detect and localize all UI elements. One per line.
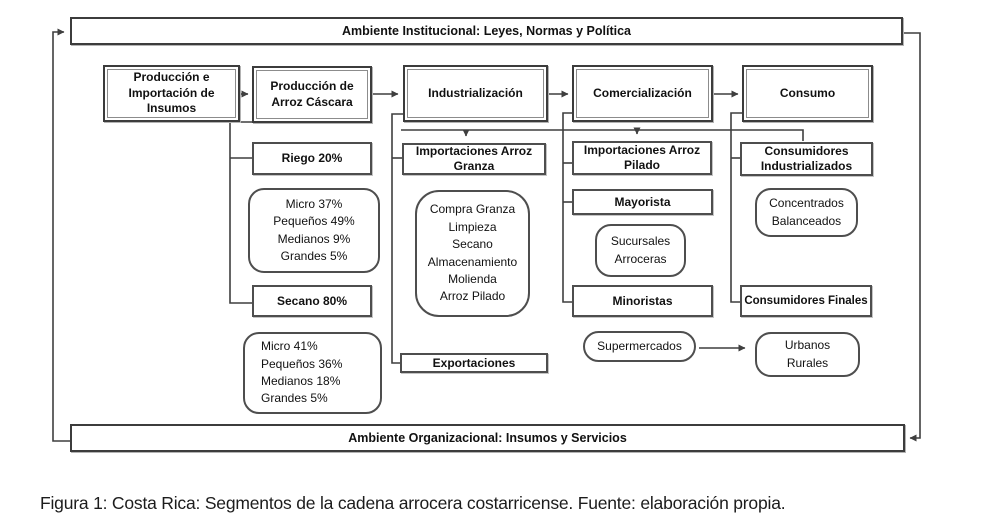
node-importaciones-granza-label: Importaciones Arroz Granza	[415, 144, 533, 173]
node-insumos: Producción e Importación de Insumos	[103, 65, 240, 122]
node-consumidores-industrializados: Consumidores Industrializados	[740, 142, 873, 176]
detail-line: Micro 37%	[285, 196, 343, 211]
detail-line: Secano	[452, 237, 493, 252]
detail-line: Concentrados	[769, 196, 844, 211]
detail-line: Arroceras	[614, 251, 667, 266]
node-comercializacion: Comercialización	[572, 65, 713, 122]
node-consumidores-finales-label: Consumidores Finales	[744, 294, 868, 307]
node-riego-label: Riego 20%	[281, 151, 343, 165]
node-secano-label: Secano 80%	[276, 293, 348, 308]
node-industrializacion: Industrialización	[403, 65, 548, 122]
node-consumidores-finales: Consumidores Finales	[740, 285, 872, 317]
node-importaciones-pilado-label: Importaciones Arroz Pilado	[583, 143, 701, 172]
detail-line: Medianos 9%	[277, 231, 351, 246]
node-insumos-label: Producción e Importación de Insumos	[128, 70, 215, 116]
node-riego-detalle: Micro 37% Pequeños 49% Medianos 9% Grand…	[248, 188, 380, 273]
node-arroz-cascara-label: Producción de Arroz Cáscara	[270, 78, 354, 109]
detail-line: Arroz Pilado	[439, 289, 506, 304]
banner-organizacional: Ambiente Organizacional: Insumos y Servi…	[70, 424, 905, 452]
detail-line: Pequeños 49%	[273, 214, 355, 229]
detail-line: Grandes 5%	[261, 391, 328, 406]
detail-line: Molienda	[448, 271, 497, 286]
node-supermercados-label: Supermercados	[597, 338, 682, 353]
node-arroz-cascara: Producción de Arroz Cáscara	[252, 66, 372, 123]
node-minoristas-label: Minoristas	[612, 293, 673, 308]
detail-line: Limpieza	[448, 219, 497, 234]
node-consumo: Consumo	[742, 65, 873, 122]
detail-line: Compra Granza	[429, 202, 516, 217]
node-riego: Riego 20%	[252, 142, 372, 175]
node-exportaciones-label: Exportaciones	[432, 355, 516, 370]
banner-organizacional-label: Ambiente Organizacional: Insumos y Servi…	[348, 431, 627, 445]
detail-line: Urbanos	[784, 338, 831, 353]
detail-line: Almacenamiento	[427, 254, 518, 269]
detail-line: Grandes 5%	[280, 248, 348, 263]
node-secano: Secano 80%	[252, 285, 372, 317]
detail-line: Sucursales	[610, 234, 671, 249]
banner-institucional-label: Ambiente Institucional: Leyes, Normas y …	[342, 24, 631, 38]
node-consumidores-industrializados-label: Consumidores Industrializados	[760, 144, 853, 173]
detail-line: Medianos 18%	[261, 374, 341, 388]
node-exportaciones: Exportaciones	[400, 353, 548, 373]
node-consumo-label: Consumo	[779, 85, 836, 100]
banner-institucional: Ambiente Institucional: Leyes, Normas y …	[70, 17, 903, 45]
figure-caption: Figura 1: Costa Rica: Segmentos de la ca…	[40, 493, 786, 513]
node-concentrados-balanceados: Concentrados Balanceados	[755, 188, 858, 237]
node-secano-detalle: Micro 41% Pequeños 36% Medianos 18% Gran…	[243, 332, 382, 414]
node-minoristas: Minoristas	[572, 285, 713, 317]
node-industrializacion-label: Industrialización	[428, 85, 523, 100]
detail-line: Rurales	[786, 355, 829, 370]
node-proceso-industrial: Compra Granza Limpieza Secano Almacenami…	[415, 190, 530, 317]
node-sucursales-arroceras: Sucursales Arroceras	[595, 224, 686, 277]
node-mayorista: Mayorista	[572, 189, 713, 215]
node-importaciones-granza: Importaciones Arroz Granza	[402, 143, 546, 175]
detail-line: Pequeños 36%	[261, 356, 343, 371]
detail-line: Balanceados	[771, 213, 842, 228]
node-supermercados: Supermercados	[583, 331, 696, 362]
node-urbanos-rurales: Urbanos Rurales	[755, 332, 860, 377]
node-importaciones-pilado: Importaciones Arroz Pilado	[572, 141, 712, 175]
node-comercializacion-label: Comercialización	[593, 85, 692, 100]
node-mayorista-label: Mayorista	[614, 194, 671, 209]
detail-line: Micro 41%	[261, 339, 318, 354]
